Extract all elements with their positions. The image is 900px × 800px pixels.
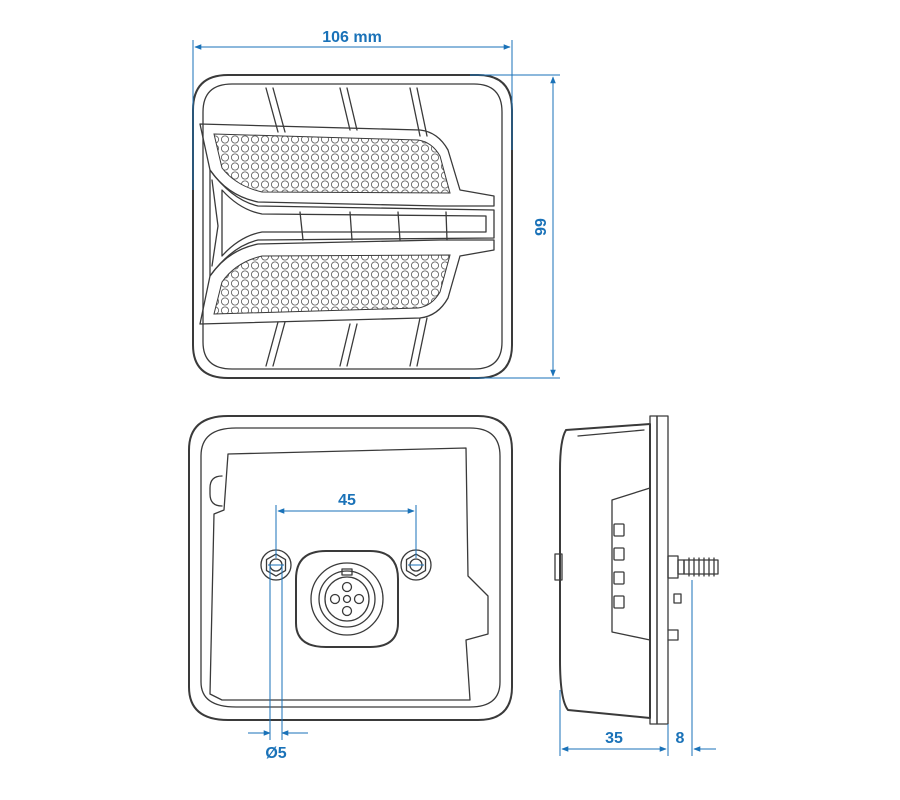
chevron-mark xyxy=(211,179,219,267)
top-ribs xyxy=(265,87,428,137)
stud-length-label: 8 xyxy=(676,730,685,747)
bolt-spacing-dimension: 45 xyxy=(268,492,424,566)
socket-pin xyxy=(353,593,365,605)
front-housing-inner xyxy=(202,83,503,370)
back-view xyxy=(188,415,513,721)
central-bar-ribs xyxy=(299,211,448,241)
side-housing-inner xyxy=(577,429,645,437)
stud-length-dimension: 8 xyxy=(640,580,716,756)
front-view xyxy=(192,74,513,379)
width-dimension: 106 mm xyxy=(192,29,513,190)
depth-dimension: 35 xyxy=(559,690,669,756)
back-recess xyxy=(209,447,489,701)
back-housing-inner xyxy=(200,427,501,708)
stud-bolt xyxy=(667,555,719,641)
side-vent-slots xyxy=(613,523,625,609)
lower-reflector-grid xyxy=(213,254,451,315)
central-bar-inner xyxy=(221,189,487,257)
side-view xyxy=(554,415,719,725)
socket-pin xyxy=(329,593,341,605)
bottom-ribs xyxy=(265,317,428,367)
width-label: 106 mm xyxy=(322,29,382,46)
socket-pin xyxy=(341,605,353,617)
plug-socket xyxy=(295,550,399,648)
upper-reflector-grid xyxy=(213,133,451,194)
side-flange xyxy=(649,415,658,725)
height-label: 99 xyxy=(533,218,550,236)
side-flange-outer xyxy=(656,415,669,725)
bolt-spacing-label: 45 xyxy=(338,492,356,509)
hole-diameter-label: Ø5 xyxy=(265,745,286,762)
depth-label: 35 xyxy=(605,730,623,747)
side-tab xyxy=(554,553,563,581)
socket-pin xyxy=(342,594,352,604)
back-housing-outer xyxy=(188,415,513,721)
height-dimension: 99 xyxy=(470,74,560,379)
front-housing-outer xyxy=(192,74,513,379)
back-notch xyxy=(209,475,223,507)
side-bevel xyxy=(611,487,651,641)
hole-diameter-dimension: Ø5 xyxy=(248,565,308,762)
socket-pin xyxy=(341,581,353,593)
central-reflector-bar xyxy=(209,169,495,277)
side-housing xyxy=(559,423,651,719)
